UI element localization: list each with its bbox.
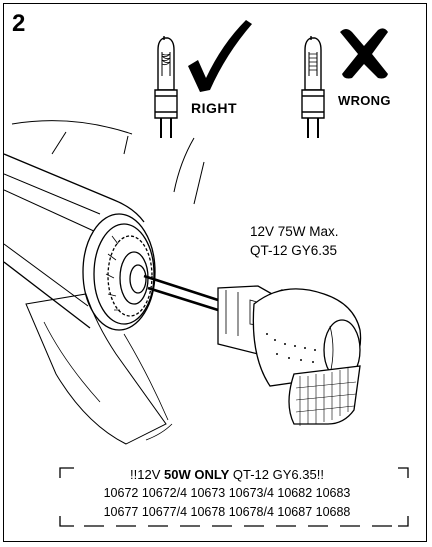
notice-suffix: QT-12 GY6.35!! [229,467,324,482]
notice-emphasis: 50W ONLY [164,467,230,482]
lamp-replacement-illustration [4,20,409,527]
notice-prefix: !!12V [130,467,165,482]
right-label: RIGHT [191,100,238,116]
model-numbers-row-2: 10677 10677/4 10678 10678/4 10687 10688 [103,505,351,519]
checkmark-icon [188,20,252,92]
spec-line-2: QT-12 GY6.35 [250,243,338,258]
bulb-spec: 12V 75W Max. QT-12 GY6.35 [250,222,339,260]
spec-line-1: 12V 75W Max. [250,224,339,239]
cross-icon [340,28,388,79]
step-number: 2 [12,10,26,37]
instruction-panel: 2 [3,3,427,542]
correct-bulb-icon [154,36,178,138]
fixture-housing [4,120,205,445]
wrong-label: WRONG [338,93,391,108]
notice-bracket [59,467,409,527]
compatibility-notice: !!12V 50W ONLY QT-12 GY6.35!! 10672 1067… [68,466,386,536]
bulb-insertion [143,274,362,426]
model-numbers-row-1: 10672 10672/4 10673 10673/4 10682 10683 [103,486,351,500]
incorrect-bulb-icon [301,36,325,138]
notice-warning: !!12V 50W ONLY QT-12 GY6.35!! [68,466,386,484]
